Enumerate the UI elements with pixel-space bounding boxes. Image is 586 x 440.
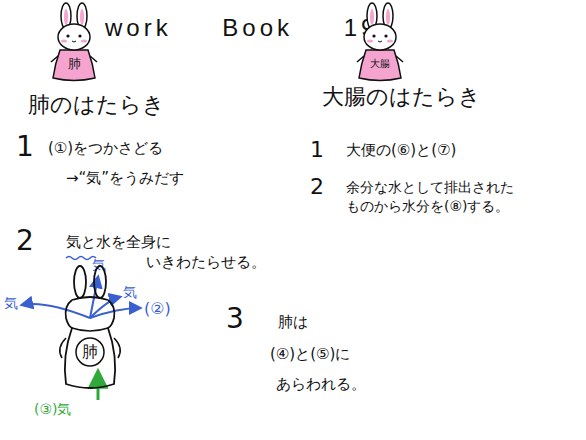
rabbit-ear — [94, 266, 106, 298]
qi-arrow — [22, 304, 90, 318]
section-heading: 肺のはたらき — [28, 90, 165, 120]
rabbit-head-top — [72, 297, 108, 300]
page-title: work Book 19 — [105, 12, 378, 44]
rabbit-ear — [74, 266, 86, 298]
blank-number: (②) — [144, 298, 171, 320]
organ-label: 肺 — [68, 57, 81, 70]
item-text: 余分な水として排出された ものから水分を(⑧)する。 — [346, 178, 556, 216]
rabbit-figure — [50, 266, 130, 392]
section-heading: 大腸のはたらき — [322, 82, 481, 112]
ear-inner — [64, 9, 68, 25]
item-number: 2 — [310, 172, 324, 202]
rabbit-neck — [72, 328, 108, 331]
rabbit-mouth — [72, 41, 76, 42]
rabbit-cheek — [61, 39, 67, 42]
rabbit-figure — [352, 2, 408, 84]
rabbit-cheek — [387, 39, 393, 42]
item-text: 肺は — [278, 312, 308, 332]
rabbit-head — [58, 24, 90, 50]
inhale-label: (③)気 — [34, 400, 71, 419]
rabbit-figure — [46, 2, 102, 82]
ear-inner — [370, 9, 374, 25]
item-text: (①)をつかさどる — [48, 138, 163, 158]
item-text: →“気”をうみだす — [66, 168, 184, 188]
rabbit-eye — [384, 34, 387, 37]
organ-circle — [76, 338, 104, 366]
ear-inner — [80, 9, 84, 25]
rabbit-outline — [65, 300, 115, 388]
organ-label: 肺 — [82, 344, 98, 360]
rabbit-eye — [66, 34, 69, 37]
rabbit-body — [359, 50, 401, 81]
inhale-arrow — [97, 372, 100, 400]
rabbit-body — [53, 50, 95, 81]
item-text: 大便の(⑥)と(⑦) — [346, 140, 456, 160]
qi-arrow — [90, 297, 120, 318]
item-text: (④)と(⑤)に — [270, 344, 350, 364]
rabbit-eye — [78, 34, 81, 37]
rabbit-head — [364, 24, 396, 50]
item-number: 3 — [226, 300, 244, 338]
rabbit-organ: 肺 — [46, 2, 102, 82]
wavy-underline — [66, 257, 96, 260]
qi-label: 気 — [123, 283, 137, 302]
rabbit-eye — [372, 34, 375, 37]
rabbit-organ: 大腸 — [352, 2, 408, 84]
ear-inner — [386, 9, 390, 25]
rabbit-mouth — [378, 41, 382, 42]
rabbit-cheek — [81, 39, 87, 42]
rabbit-organ: 肺 — [50, 266, 130, 392]
item-text: あらわれる。 — [276, 374, 366, 394]
item-number: 1 — [16, 128, 34, 166]
item-number: 1 — [310, 135, 324, 165]
qi-label: 気 — [4, 294, 18, 313]
organ-label: 大腸 — [370, 59, 390, 69]
rabbit-cheek — [367, 39, 373, 42]
item-number: 2 — [16, 222, 34, 260]
